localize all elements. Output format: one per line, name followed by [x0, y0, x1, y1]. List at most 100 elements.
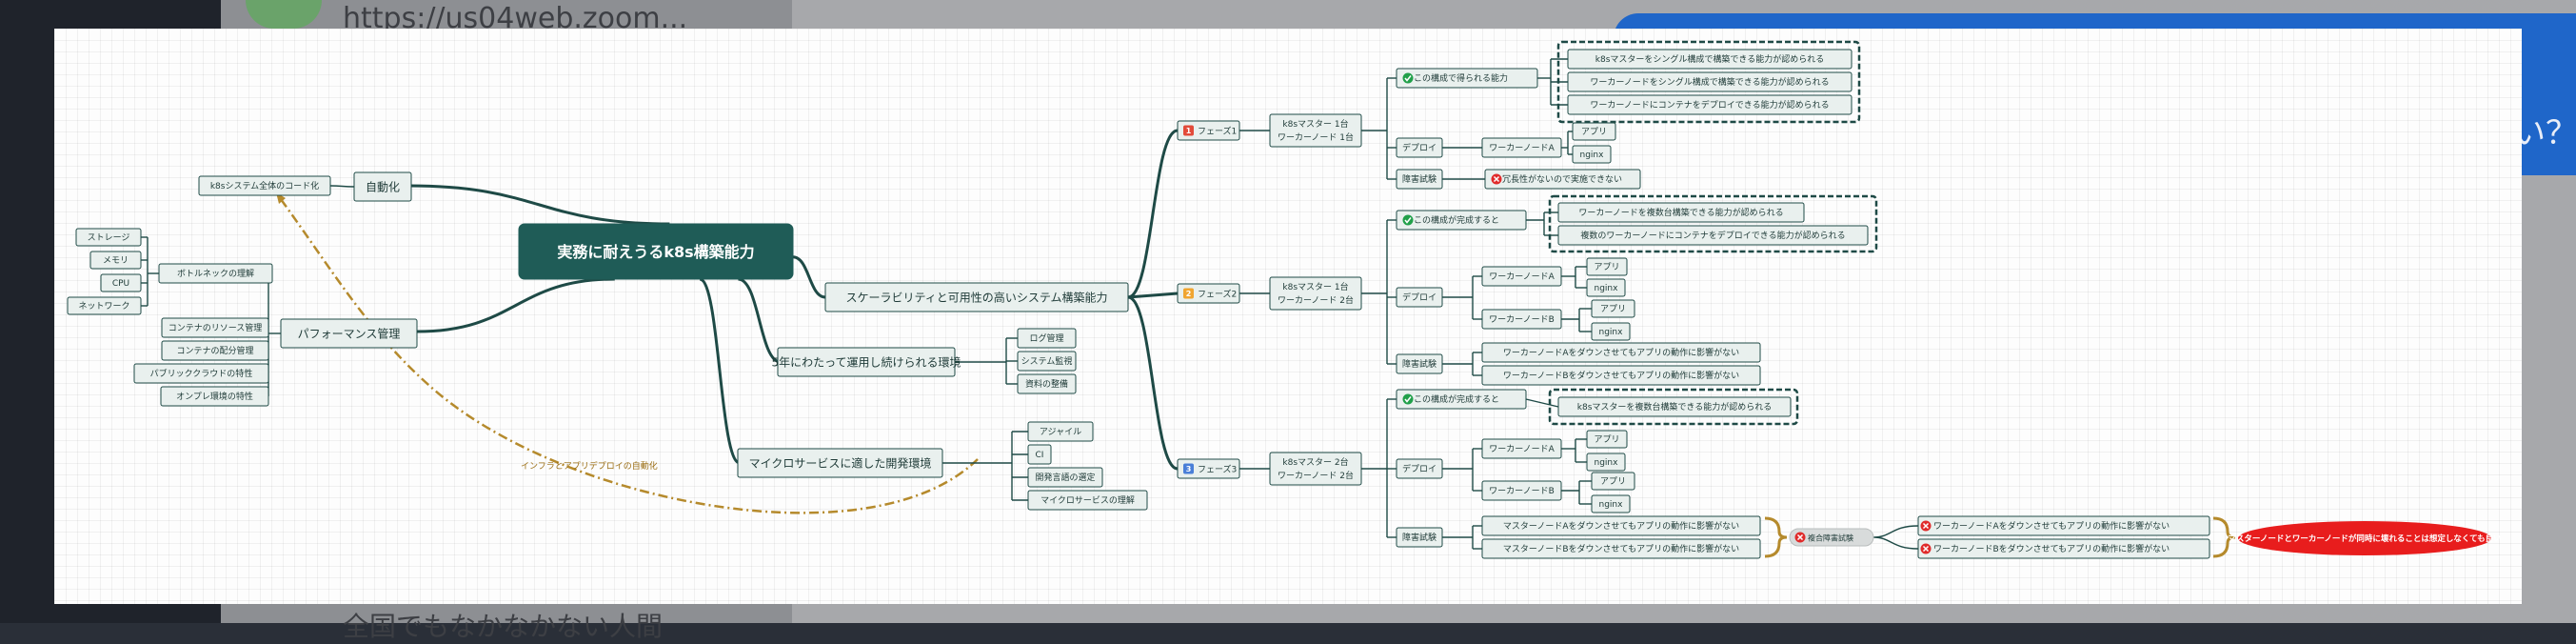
- phase-3-a-app[interactable]: アプリ: [1586, 430, 1628, 449]
- node-container-resource[interactable]: コンテナのリソース管理: [161, 317, 269, 338]
- phase-1-cap-label: この構成で得られる能力: [1414, 72, 1508, 84]
- phase-2-cap-0[interactable]: ワーカーノードを複数台構築できる能力が認められる: [1557, 202, 1805, 223]
- phase-3-a-nginx[interactable]: nginx: [1586, 453, 1626, 472]
- phase-2-fault-1[interactable]: ワーカーノードBをダウンさせてもアプリの動作に影響がない: [1481, 365, 1761, 386]
- node-micro-child-3[interactable]: マイクロサービスの理解: [1027, 490, 1148, 511]
- phase-2-fault-0[interactable]: ワーカーノードAをダウンさせてもアプリの動作に影響がない: [1481, 342, 1761, 363]
- mindmap-svg: 実務に耐えうるk8s構築能力 自動化 k8sシステム全体のコード化パフォーマンス管理…: [67, 40, 2502, 559]
- phase-1-cap-1[interactable]: ワーカーノードをシングル構成で構築できる能力が認められる: [1567, 71, 1853, 92]
- phase-1-cap-2-label: ワーカーノードにコンテナをデプロイできる能力が認められる: [1590, 99, 1829, 111]
- central-topic-label: 実務に耐えうるk8s構築能力: [557, 243, 754, 261]
- phase-2-deploy[interactable]: デプロイ: [1396, 287, 1443, 308]
- phase-2-fault-label: 障害試験: [1402, 358, 1437, 370]
- background-banner-mark: い？: [2513, 114, 2576, 152]
- phase-3-worker-b[interactable]: ワーカーノードB: [1481, 480, 1562, 501]
- phase-1-label: フェーズ1: [1198, 126, 1237, 137]
- phase-3-deploy-label: デプロイ: [1402, 463, 1437, 474]
- central-topic[interactable]: 実務に耐えうるk8s構築能力: [518, 223, 794, 280]
- phase-3-compound-label: 複合障害試験: [1808, 533, 1853, 543]
- node-ops[interactable]: 5年にわたって運用し続けられる環境: [771, 347, 961, 377]
- phase-3-b-nginx[interactable]: nginx: [1591, 494, 1631, 513]
- node-memory-label: メモリ: [103, 256, 129, 266]
- phase-3-fault-label: 障害試験: [1402, 532, 1437, 543]
- phase-2-cap-1[interactable]: 複数のワーカーノードにコンテナをデプロイできる能力が認められる: [1557, 225, 1869, 246]
- node-network[interactable]: ネットワーク: [67, 296, 142, 315]
- phase-2-cap-group: [1548, 194, 1878, 253]
- node-onprem[interactable]: オンプレ環境の特性: [160, 386, 269, 407]
- phase-3-fault[interactable]: 障害試験: [1396, 527, 1443, 548]
- phase-1-deploy[interactable]: デプロイ: [1396, 137, 1443, 158]
- phase-2-a-app-label: アプリ: [1594, 262, 1619, 272]
- phase-2-a-nginx[interactable]: nginx: [1586, 278, 1626, 297]
- phase-1-app[interactable]: アプリ: [1572, 122, 1616, 141]
- phase-3-fault-1[interactable]: マスターノードBをダウンさせてもアプリの動作に影響がない: [1481, 538, 1761, 559]
- phase-2-cap[interactable]: この構成が完成すると: [1396, 210, 1527, 231]
- phase-1-cap-1-label: ワーカーノードをシングル構成で構築できる能力が認められる: [1590, 76, 1829, 88]
- phase-3-worker-a[interactable]: ワーカーノードA: [1481, 438, 1562, 459]
- phase-1-cap-0[interactable]: k8sマスターをシングル構成で構築できる能力が認められる: [1567, 49, 1853, 70]
- phase-1-fault-label: 障害試験: [1402, 173, 1437, 185]
- phase-2-worker-b[interactable]: ワーカーノードB: [1481, 309, 1562, 330]
- node-micro-child-2[interactable]: 開発言語の選定: [1027, 467, 1103, 488]
- node-ops-child-1[interactable]: システム監視: [1017, 351, 1077, 372]
- link-phase1: [1127, 129, 1179, 299]
- node-ops-child-2[interactable]: 資料の整備: [1017, 373, 1077, 394]
- phase-3-b-app[interactable]: アプリ: [1591, 472, 1635, 491]
- node-cpu-label: CPU: [112, 279, 129, 289]
- phase-2-spec-line: ワーカーノード 2台: [1278, 294, 1354, 306]
- node-storage[interactable]: ストレージ: [75, 228, 142, 247]
- node-automation-child[interactable]: k8sシステム全体のコード化: [198, 175, 331, 196]
- phase-2-b-app[interactable]: アプリ: [1591, 299, 1635, 318]
- phase-1-cap[interactable]: この構成で得られる能力: [1396, 68, 1538, 89]
- phase-2-fault[interactable]: 障害試験: [1396, 353, 1443, 374]
- phase-1-fault-item[interactable]: 冗長性がないので実施できない: [1484, 169, 1641, 190]
- link-central-performance: [416, 277, 615, 333]
- phase-3-a-app-label: アプリ: [1594, 434, 1619, 445]
- node-ops-child-0[interactable]: ログ管理: [1017, 328, 1077, 349]
- link-central-ops: [737, 277, 782, 364]
- node-micro-child-1[interactable]: CI: [1027, 444, 1052, 465]
- phase-2-worker-a[interactable]: ワーカーノードA: [1481, 266, 1562, 287]
- phase-3-cap[interactable]: この構成が完成すると: [1396, 389, 1527, 410]
- phase-3-fault-0[interactable]: マスターノードAをダウンさせてもアプリの動作に影響がない: [1481, 515, 1761, 536]
- node-cpu[interactable]: CPU: [100, 273, 142, 292]
- phase-3-compound-icon: [1794, 532, 1806, 543]
- node-automation-label: 自動化: [366, 180, 400, 193]
- phase-2-b-nginx[interactable]: nginx: [1591, 322, 1631, 341]
- node-micro-child-2-label: 開発言語の選定: [1035, 472, 1095, 483]
- phase-3-b-nginx-label: nginx: [1599, 500, 1624, 510]
- node-performance[interactable]: パフォーマンス管理: [280, 318, 418, 349]
- phase-1-nginx[interactable]: nginx: [1572, 145, 1612, 164]
- phase-1-cap-2[interactable]: ワーカーノードにコンテナをデプロイできる能力が認められる: [1567, 94, 1853, 115]
- phase-3-conclusion-label: マスターノードとワーカーノードが同時に壊れることは想定しなくても良い: [2228, 533, 2501, 544]
- node-micro[interactable]: マイクロサービスに適した開発環境: [737, 448, 943, 478]
- node-memory[interactable]: メモリ: [89, 251, 142, 270]
- phase-1-cap-0-label: k8sマスターをシングル構成で構築できる能力が認められる: [1595, 53, 1824, 65]
- node-network-label: ネットワーク: [78, 301, 129, 312]
- node-scalability[interactable]: スケーラビリティと可用性の高いシステム構築能力: [824, 282, 1129, 312]
- node-container-resource-label: コンテナのリソース管理: [168, 322, 263, 333]
- phase-1-worker-a[interactable]: ワーカーノードA: [1481, 137, 1562, 158]
- phase-3-conclusion[interactable]: マスターノードとワーカーノードが同時に壊れることは想定しなくても良い: [2228, 521, 2502, 555]
- phase-2-check-icon: [1402, 214, 1414, 226]
- phase-3-fault-1-label: マスターノードBをダウンさせてもアプリの動作に影響がない: [1503, 543, 1739, 554]
- phase-1-cross-icon: [1491, 173, 1502, 185]
- phase-3-deploy[interactable]: デプロイ: [1396, 458, 1443, 479]
- phase-3-compound-0[interactable]: ワーカーノードAをダウンさせてもアプリの動作に影響がない: [1917, 515, 2210, 536]
- node-public-cloud[interactable]: パブリッククラウドの特性: [133, 363, 269, 384]
- phase-2-badge: 2: [1183, 288, 1194, 299]
- phase-3-compound-1[interactable]: ワーカーノードBをダウンさせてもアプリの動作に影響がない: [1917, 538, 2210, 559]
- node-bottleneck[interactable]: ボトルネックの理解: [158, 263, 273, 284]
- svg-text:1: 1: [1186, 127, 1192, 135]
- node-micro-child-0[interactable]: アジャイル: [1027, 421, 1094, 442]
- node-container-alloc[interactable]: コンテナの配分管理: [161, 340, 269, 361]
- phase-3-cap-0[interactable]: k8sマスターを複数台構築できる能力が認められる: [1557, 396, 1792, 417]
- phase-1-fault[interactable]: 障害試験: [1396, 169, 1443, 190]
- node-automation[interactable]: 自動化: [353, 171, 412, 202]
- phase-2-a-app[interactable]: アプリ: [1586, 257, 1628, 276]
- phase-3-compound[interactable]: 複合障害試験: [1789, 528, 1874, 547]
- phase-3-cap-0-label: k8sマスターを複数台構築できる能力が認められる: [1577, 401, 1772, 413]
